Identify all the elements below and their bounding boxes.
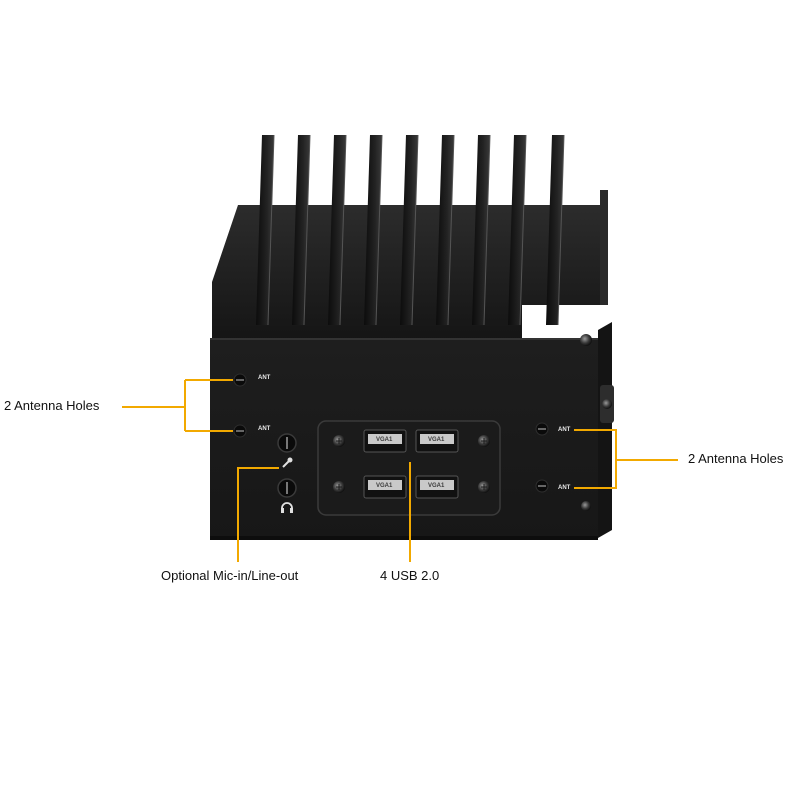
heatsink-fin-edge — [557, 134, 565, 326]
usb-ports — [363, 429, 459, 499]
left-antenna-callout: 2 Antenna Holes — [4, 398, 100, 413]
usb-port-label: VGA1 — [428, 483, 445, 489]
usb-port-tongue — [368, 434, 402, 444]
right-antenna-callout: 2 Antenna Holes — [688, 451, 784, 466]
heatsink-fin-edge — [375, 134, 383, 326]
heatsink-fin-edge — [519, 134, 527, 326]
antenna-label: ANT — [258, 426, 271, 432]
antenna-label: ANT — [558, 427, 571, 433]
callout-line-left-antenna — [122, 379, 233, 432]
heatsink-fins — [256, 134, 565, 326]
callout-lines — [122, 379, 678, 562]
antenna-label: ANT — [558, 485, 571, 491]
screw — [580, 334, 592, 346]
heatsink-fin-edge — [303, 134, 311, 326]
usb-port-label: VGA1 — [376, 437, 393, 443]
audio-jacks — [277, 433, 297, 513]
usb-port-tongue — [368, 480, 402, 490]
callout-line-mic — [237, 467, 279, 562]
corner-screws — [580, 334, 592, 511]
usb-port-tongue — [420, 480, 454, 490]
screw — [581, 501, 591, 511]
microphone-icon — [282, 457, 293, 468]
usb-port-label: VGA1 — [428, 437, 445, 443]
left-antenna-holes: ANT ANT — [233, 373, 271, 438]
heatsink-fin-edge — [411, 134, 419, 326]
mic-callout: Optional Mic-in/Line-out — [161, 568, 299, 583]
usb-port-label: VGA1 — [376, 483, 393, 489]
headphone-icon — [281, 502, 293, 513]
heatsink-fin-edge — [339, 134, 347, 326]
callout-line-right-antenna — [574, 429, 678, 489]
usb-callout: 4 USB 2.0 — [380, 568, 440, 583]
heatsink-fin-edge — [483, 134, 491, 326]
antenna-label: ANT — [258, 375, 271, 381]
heatsink-fin-edge — [267, 134, 275, 326]
right-antenna-holes: ANT ANT — [535, 422, 571, 493]
heatsink-fin-edge — [447, 134, 455, 326]
usb-port-tongue — [420, 434, 454, 444]
